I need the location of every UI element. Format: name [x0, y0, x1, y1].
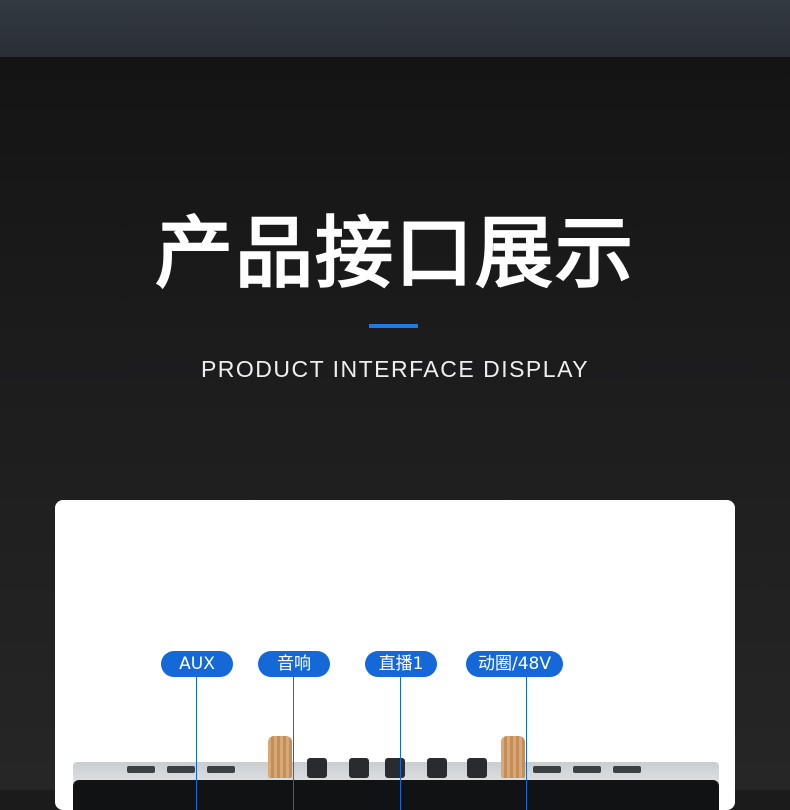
port-label-speaker: 音响 [258, 651, 330, 677]
device-slot [127, 766, 155, 773]
device-slot [613, 766, 641, 773]
page-subtitle: PRODUCT INTERFACE DISPLAY [200, 356, 590, 382]
device-slot [207, 766, 235, 773]
device-front-panel [73, 780, 719, 810]
device-slot [533, 766, 561, 773]
device-knob [268, 736, 292, 778]
device-jack [307, 758, 327, 778]
device-slot [573, 766, 601, 773]
page-title: 产品接口展示 [154, 209, 635, 299]
top-bar [0, 0, 790, 57]
product-card: AUX 音响 直播1 动圈/48V [55, 500, 735, 810]
device-jack [427, 758, 447, 778]
port-leader-line [526, 677, 527, 810]
port-label-dynamic-48v: 动圈/48V [466, 651, 563, 677]
device-jack [349, 758, 369, 778]
port-leader-line [400, 677, 401, 810]
device-knob [501, 736, 525, 778]
device-jack [385, 758, 405, 778]
port-leader-line [196, 677, 197, 810]
port-leader-line [293, 677, 294, 810]
device-slot [167, 766, 195, 773]
device-jack [467, 758, 487, 778]
port-label-aux: AUX [161, 651, 233, 677]
title-accent-line [369, 324, 418, 328]
port-label-live1: 直播1 [365, 651, 437, 677]
